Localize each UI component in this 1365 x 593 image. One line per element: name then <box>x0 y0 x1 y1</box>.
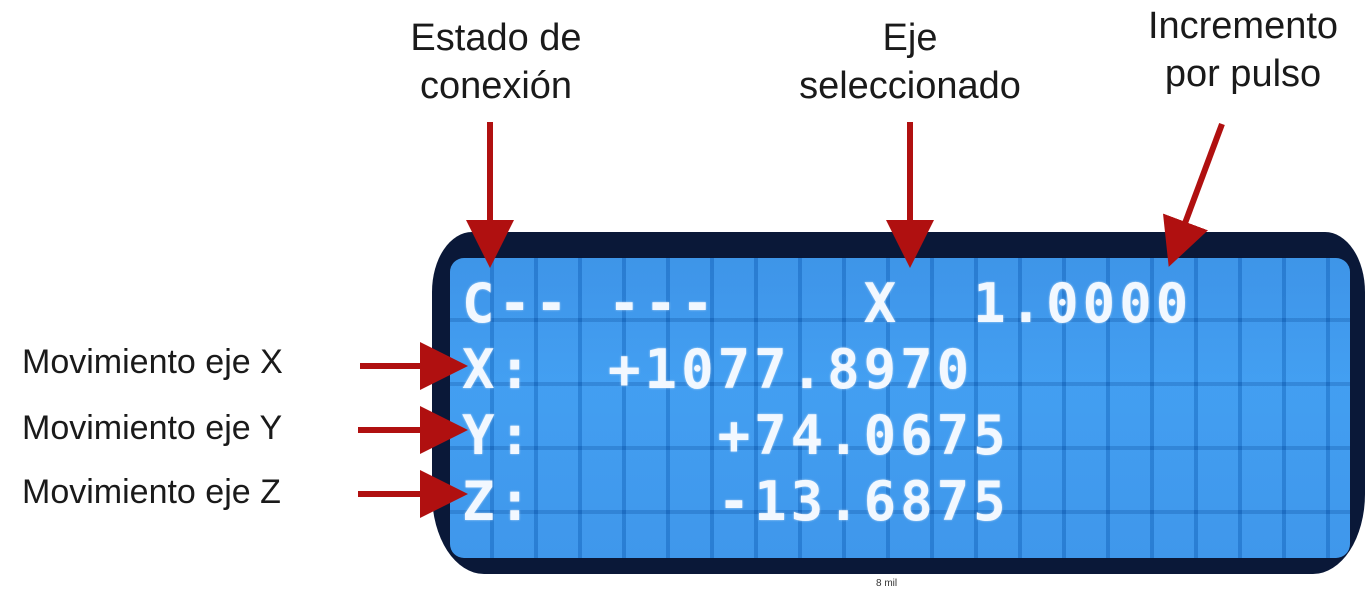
label-move-z: Movimiento eje Z <box>22 473 281 511</box>
caption: 8 mil <box>876 578 898 589</box>
label-selected-axis-line1: Eje <box>882 17 938 59</box>
lcd-pixel-grid <box>450 258 1350 558</box>
label-move-y: Movimiento eje Y <box>22 409 283 447</box>
arrow-increment <box>1162 122 1225 267</box>
label-connection-state-line2: conexión <box>419 65 573 107</box>
lcd-row-status: C-- --- X 1.0000 <box>462 272 1193 335</box>
lcd-row-y: Y: +74.0675 <box>462 404 1010 467</box>
lcd-row-x: X: +1077.8970 <box>462 338 974 401</box>
label-increment-line1: Incremento <box>1147 5 1339 47</box>
label-selected-axis: Eje seleccionado <box>780 14 1040 110</box>
lcd-screen: C-- --- X 1.0000 X: +1077.8970 Y: +74.06… <box>450 258 1350 558</box>
lcd-row-z: Z: -13.6875 <box>462 470 1010 533</box>
label-increment-line2: por pulso <box>1164 53 1322 95</box>
label-move-x: Movimiento eje X <box>22 343 283 381</box>
label-selected-axis-line2: seleccionado <box>799 65 1021 107</box>
label-connection-state: Estado de conexión <box>396 14 596 110</box>
label-increment: Incremento por pulso <box>1128 2 1358 98</box>
label-connection-state-line1: Estado de <box>410 17 582 59</box>
